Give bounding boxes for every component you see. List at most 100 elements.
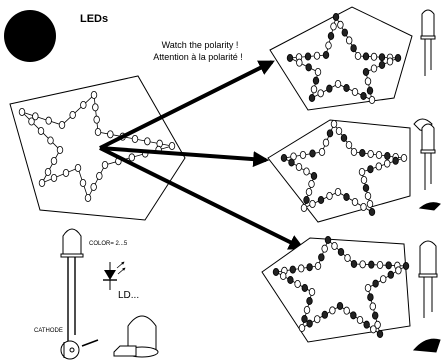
led-color-label: COLOR= 2...5 <box>89 241 128 247</box>
led-footprint <box>79 178 87 188</box>
pcb-middle <box>267 119 411 223</box>
led-footprint <box>375 162 382 171</box>
led-footprint <box>350 44 357 53</box>
led-footprint <box>376 329 384 339</box>
led-footprint <box>306 296 313 306</box>
led-footprint <box>324 235 332 245</box>
led-footprint <box>335 127 343 136</box>
led-footprint <box>317 89 324 98</box>
led-footprint <box>363 320 370 329</box>
led-footprint <box>50 173 58 183</box>
led-footprint <box>38 178 46 188</box>
led-footprint <box>317 195 325 205</box>
led-footprint <box>330 120 338 128</box>
led-footprint <box>128 153 136 162</box>
cathode-label: CATHODE <box>34 328 63 334</box>
step-number: 2 <box>21 18 40 56</box>
led-footprint <box>384 159 391 168</box>
led-footprint <box>359 260 366 269</box>
led-footprint <box>69 111 76 119</box>
led-footprint <box>336 301 344 311</box>
led-footprint <box>44 167 52 177</box>
led-footprint <box>74 163 82 173</box>
led-footprint <box>96 171 103 181</box>
led-footprint <box>341 28 348 37</box>
led-footprint <box>308 179 315 189</box>
led-footprint <box>107 130 114 139</box>
led-footprint <box>351 88 359 96</box>
led-component-icon <box>413 9 436 131</box>
led-footprint <box>332 12 340 22</box>
led-footprint <box>356 315 364 325</box>
led-footprint <box>368 207 376 217</box>
led-footprint <box>351 197 359 207</box>
led-footprint <box>370 64 378 73</box>
led-footprint <box>280 153 288 163</box>
led-footprint <box>308 287 316 297</box>
arrow-icon <box>99 146 305 250</box>
led-top-view-icon <box>113 315 159 358</box>
led-footprint <box>370 325 377 334</box>
led-footprint <box>322 51 330 59</box>
led-footprint <box>364 191 372 201</box>
led-footprint <box>144 137 151 146</box>
led-footprint <box>90 182 97 192</box>
led-footprint <box>310 85 318 94</box>
led-footprint <box>90 91 98 99</box>
led-footprint <box>312 76 320 85</box>
led-footprint <box>350 259 358 269</box>
led-symbol-icon <box>103 261 126 290</box>
led-footprint <box>385 261 392 270</box>
led-footprint <box>367 149 374 159</box>
led-footprint <box>359 148 366 158</box>
led-footprint <box>326 191 333 201</box>
led-footprint <box>303 305 311 315</box>
led-footprint <box>354 52 362 60</box>
led-footprint <box>47 136 54 145</box>
led-footprint-icon <box>60 339 99 360</box>
led-footprint <box>369 302 376 311</box>
led-footprint <box>343 306 350 315</box>
led-footprint <box>62 168 70 178</box>
led-footprint <box>386 57 394 66</box>
led-footprint <box>331 241 338 251</box>
led-footprint <box>378 53 386 62</box>
led-footprint <box>84 193 92 203</box>
led-footprint <box>378 61 386 69</box>
led-footprint <box>350 311 357 320</box>
led-footprint <box>345 140 353 150</box>
led-footprint <box>318 253 325 262</box>
led-footprint <box>362 183 370 193</box>
led-footprint <box>93 115 100 124</box>
led-footprint <box>318 147 326 157</box>
led-footprint <box>298 323 306 333</box>
led-footprint <box>287 275 294 285</box>
led-footprint <box>300 203 308 213</box>
polarity-note-en: Watch the polarity ! <box>162 40 239 50</box>
led-footprint <box>286 54 294 62</box>
led-footprint <box>360 175 368 185</box>
led-footprint <box>314 261 322 271</box>
led-footprint <box>346 36 353 45</box>
led-footprint <box>367 165 374 174</box>
led-symbol-label: LD... <box>118 290 139 301</box>
led-footprint <box>308 94 316 102</box>
led-footprint <box>326 84 333 93</box>
led-footprint <box>92 103 99 112</box>
led-footprint <box>340 133 348 143</box>
led-footprint <box>310 171 318 181</box>
led-footprint <box>303 195 310 205</box>
led-footprint <box>28 117 35 126</box>
led-footprint <box>18 108 26 116</box>
led-footprint <box>168 141 176 151</box>
led-footprint <box>360 202 367 212</box>
led-footprint <box>94 127 102 137</box>
led-component-icon <box>418 123 441 211</box>
polarity-note-fr: Attention à la polarité ! <box>153 52 243 62</box>
led-footprint <box>306 319 313 328</box>
led-footprint <box>306 263 313 272</box>
led-footprint <box>45 116 52 125</box>
pcb-bottom <box>261 235 411 343</box>
led-footprint <box>372 279 379 288</box>
led-footprint <box>304 52 312 61</box>
